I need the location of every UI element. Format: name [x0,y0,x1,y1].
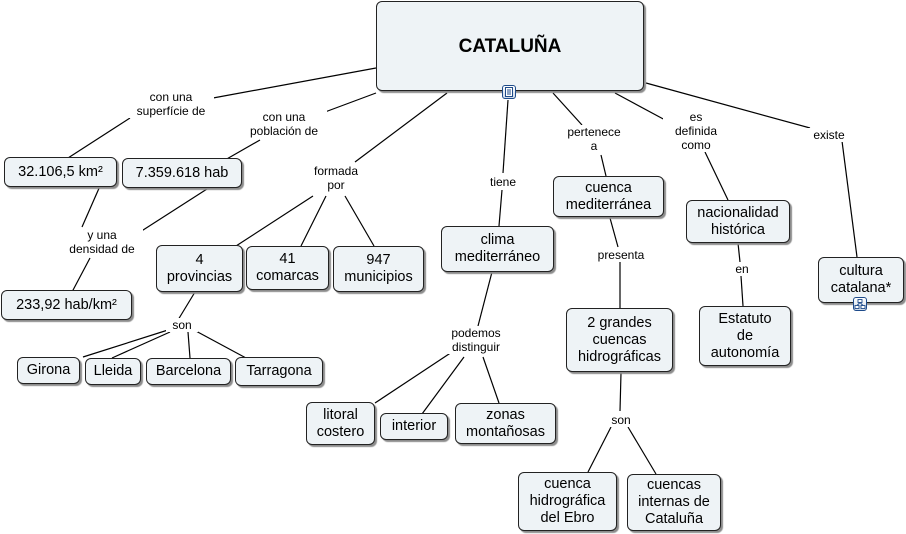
link-label-presenta: presenta [588,248,654,262]
document-icon[interactable] [502,85,516,99]
concept-density[interactable]: 233,92 hab/km² [1,290,132,320]
concept-mountain[interactable]: zonas montañosas [455,403,556,444]
concept-culture[interactable]: cultura catalana* [818,257,904,303]
link-label-tiene: tiene [482,175,524,189]
concept-map-icon[interactable] [853,297,867,311]
concept-two-basins[interactable]: 2 grandes cuencas hidrográficas [566,308,673,372]
link-label-formada: formada por [305,164,367,192]
concept-coastal[interactable]: litoral costero [306,402,375,445]
concept-girona-label: Girona [26,362,71,378]
link-label-pertenece: pertenece a [558,125,630,153]
concept-ebro-label: cuenca hidrográfica del Ebro [529,476,606,526]
concept-climate[interactable]: clima mediterráneo [441,226,554,272]
concept-density-label: 233,92 hab/km² [16,296,117,313]
concept-provinces[interactable]: 4 provincias [156,245,243,292]
concept-basin[interactable]: cuenca mediterránea [553,176,664,217]
concept-mountain-label: zonas montañosas [466,406,545,440]
concept-tarragona-label: Tarragona [246,363,312,379]
concept-lleida[interactable]: Lleida [85,358,141,385]
concept-culture-label: cultura catalana* [830,263,892,296]
concept-municipalities[interactable]: 947 municipios [333,246,424,292]
concept-area[interactable]: 32.106,5 km² [4,157,117,187]
concept-comarcas-label: 41 comarcas [256,251,319,284]
concept-internal-basins-label: cuencas internas de Cataluña [638,477,710,527]
link-label-definida: es definida como [663,110,729,152]
link-label-podemos: podemos distinguir [440,326,512,354]
link-label-superficie: con una superfície de [128,90,214,118]
concept-girona[interactable]: Girona [17,357,80,384]
concept-ebro[interactable]: cuenca hidrográfica del Ebro [518,472,617,531]
link-label-son-provincias: son [166,318,198,332]
concept-municipalities-label: 947 municipios [344,252,413,285]
concept-interior[interactable]: interior [380,413,448,440]
concept-comarcas[interactable]: 41 comarcas [246,246,329,290]
concept-coastal-label: litoral costero [316,406,365,440]
concept-statute[interactable]: Estatuto de autonomía [699,306,791,366]
concept-population[interactable]: 7.359.618 hab [122,158,242,188]
concept-two-basins-label: 2 grandes cuencas hidrográficas [577,314,661,365]
concept-area-label: 32.106,5 km² [18,163,103,180]
concept-barcelona-label: Barcelona [155,363,222,379]
concept-provinces-label: 4 provincias [166,251,233,285]
concept-internal-basins[interactable]: cuencas internas de Cataluña [627,474,721,531]
concept-population-label: 7.359.618 hab [135,164,229,181]
concept-barcelona[interactable]: Barcelona [146,358,231,385]
link-label-existe: existe [806,128,852,142]
concept-statute-label: Estatuto de autonomía [710,310,780,361]
concept-nationality-label: nacionalidad histórica [697,204,779,238]
concept-tarragona[interactable]: Tarragona [235,357,323,386]
root-concept-cataluna[interactable]: CATALUÑA [376,1,644,91]
link-label-en: en [730,262,754,276]
link-label-densidad: y una densidad de [61,228,143,256]
concept-interior-label: interior [391,418,437,434]
concept-lleida-label: Lleida [93,363,133,379]
concept-climate-label: clima mediterráneo [454,232,541,265]
concept-nationality[interactable]: nacionalidad histórica [686,200,790,243]
link-label-poblacion: con una población de [241,110,327,138]
link-label-son-cuencas: son [605,413,637,427]
concept-basin-label: cuenca mediterránea [565,179,652,213]
root-concept-title: CATALUÑA [458,35,562,57]
